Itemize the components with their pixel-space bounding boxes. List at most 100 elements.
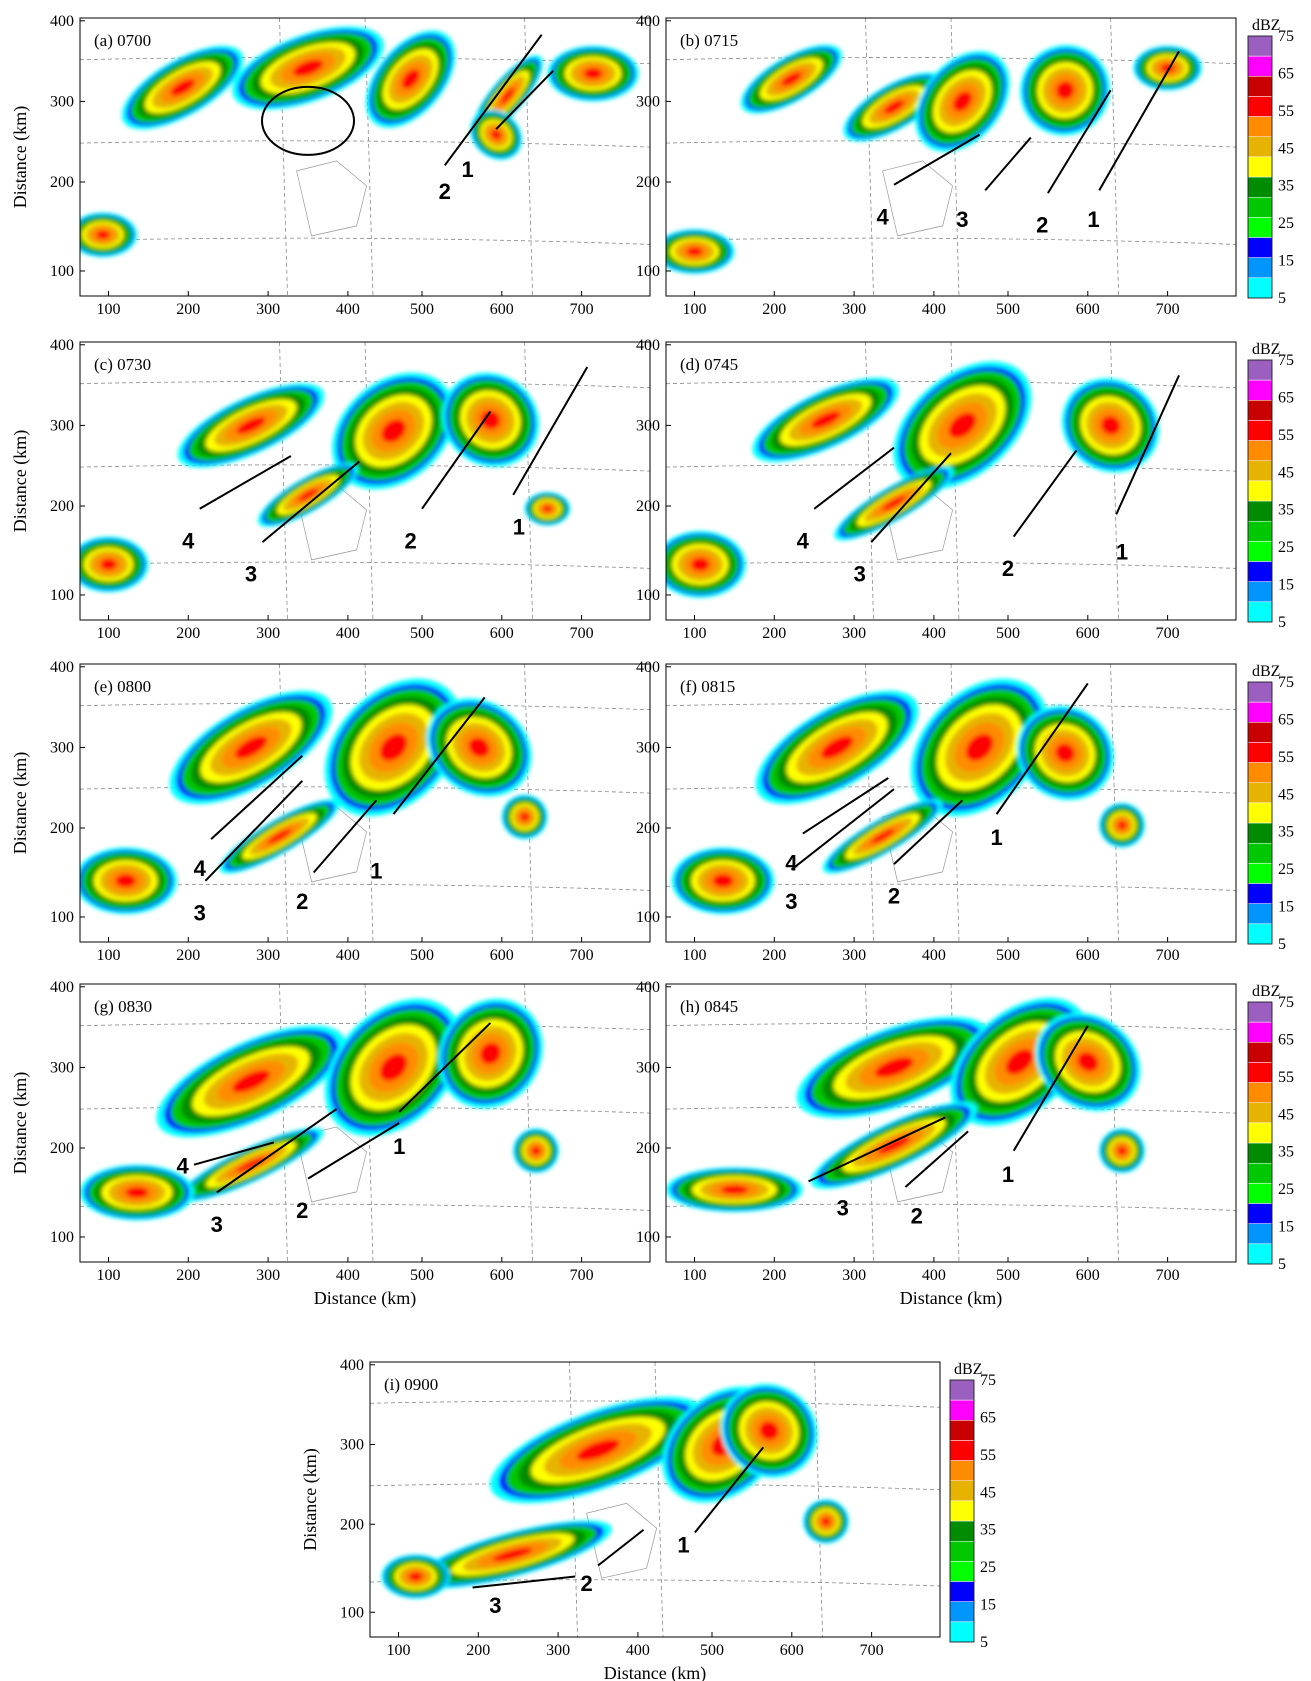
colorbar-swatch <box>1247 701 1273 723</box>
y-tick-label: 400 <box>636 979 660 996</box>
colorbar-tick-label: 25 <box>1278 215 1294 232</box>
y-tick-label: 400 <box>636 337 660 354</box>
rainband-line <box>307 1122 400 1180</box>
plot-frame <box>665 17 1237 297</box>
colorbar-tick-label: 45 <box>1278 786 1294 803</box>
x-tick-label: 300 <box>842 947 866 964</box>
echo-contour <box>1117 1146 1127 1156</box>
colorbar-tick-label: 15 <box>1278 577 1294 594</box>
rainband-label: 1 <box>370 859 382 884</box>
echo-contour <box>576 1439 620 1461</box>
echo-contour <box>234 736 268 759</box>
x-tick-label: 700 <box>860 1642 884 1659</box>
y-tick-label: 300 <box>636 93 660 110</box>
colorbar-swatch <box>1247 863 1273 884</box>
x-tick-label: 400 <box>336 625 360 642</box>
x-tick-label: 500 <box>996 625 1020 642</box>
rainband-label: 3 <box>837 1195 849 1220</box>
colorbar-swatch <box>949 1561 975 1582</box>
reflectivity-field <box>381 1383 849 1599</box>
colorbar-swatch <box>1247 822 1273 844</box>
rainband-label: 3 <box>194 900 206 925</box>
echo-contour <box>479 1042 501 1065</box>
rainband-label: 1 <box>393 1134 405 1159</box>
y-tick-label: 300 <box>636 1059 660 1076</box>
rainband-label: 3 <box>854 562 866 587</box>
y-axis-title: Distance (km) <box>10 752 31 854</box>
x-axis-title: Distance (km) <box>604 1663 706 1681</box>
y-tick-label: 100 <box>636 587 660 604</box>
rainband-line <box>261 460 360 543</box>
x-tick-label: 200 <box>762 625 786 642</box>
panel-label: (d) 0745 <box>680 355 738 374</box>
rainband-line <box>398 1022 492 1113</box>
colorbar-swatch <box>1247 802 1273 824</box>
colorbar-tick-label: 65 <box>980 1409 996 1426</box>
echo-contour <box>583 68 603 80</box>
y-axis-title: Distance (km) <box>10 1072 31 1174</box>
plot-frame <box>369 1361 941 1638</box>
colorbar-swatch <box>1247 1042 1273 1063</box>
rainband-label: 2 <box>296 1198 308 1223</box>
x-tick-label: 700 <box>1156 947 1180 964</box>
colorbar-tick-label: 75 <box>1278 994 1294 1011</box>
y-tick-label: 200 <box>50 1140 74 1157</box>
colorbar-swatch <box>1247 923 1273 945</box>
x-tick-label: 600 <box>1076 1267 1100 1284</box>
echo-contour <box>408 1572 423 1581</box>
y-tick-label: 400 <box>340 1357 364 1374</box>
y-tick-label: 300 <box>340 1437 364 1454</box>
rainband-line <box>597 1528 645 1567</box>
echo-contour <box>820 736 854 759</box>
x-tick-label: 200 <box>762 947 786 964</box>
colorbar-swatch <box>1247 480 1273 502</box>
rainband-line <box>1098 50 1180 191</box>
colorbar-tick-label: 5 <box>980 1634 988 1651</box>
rainband-label: 1 <box>461 157 473 182</box>
rainband-label: 2 <box>580 1571 592 1596</box>
rainband-label: 3 <box>211 1212 223 1237</box>
colorbar-tick-label: 65 <box>1278 711 1294 728</box>
rainband-line <box>808 1116 946 1183</box>
x-tick-label: 400 <box>336 947 360 964</box>
colorbar-tick-label: 35 <box>1278 178 1294 195</box>
rainband-label: 1 <box>1116 539 1128 564</box>
colorbar-swatch <box>1247 460 1273 482</box>
x-tick-label: 400 <box>336 1267 360 1284</box>
colorbar-tick-label: 55 <box>1278 749 1294 766</box>
colorbar-tick-label: 35 <box>1278 824 1294 841</box>
echo-contour <box>115 874 136 888</box>
y-tick-label: 200 <box>50 820 74 837</box>
x-tick-label: 500 <box>700 1642 724 1659</box>
colorbar-swatch <box>1247 561 1273 582</box>
colorbar-unit: dBZ <box>1252 983 1280 1000</box>
rainband-line <box>1012 1025 1089 1152</box>
colorbar-swatch <box>1247 96 1273 117</box>
plot-frame <box>79 341 651 621</box>
x-tick-label: 700 <box>1156 301 1180 318</box>
x-tick-label: 200 <box>176 1267 200 1284</box>
x-tick-label: 600 <box>780 1642 804 1659</box>
plot-frame <box>79 983 651 1263</box>
rainband-line <box>210 755 303 840</box>
colorbar-swatch <box>1247 903 1273 925</box>
colorbar-tick-label: 55 <box>980 1447 996 1464</box>
colorbar-tick-label: 45 <box>980 1484 996 1501</box>
y-tick-label: 200 <box>50 498 74 515</box>
echo-contour <box>468 737 490 758</box>
x-tick-label: 500 <box>996 947 1020 964</box>
y-tick-label: 400 <box>50 659 74 676</box>
rainband-line <box>893 799 964 865</box>
rainband-line <box>694 1446 765 1534</box>
y-tick-label: 100 <box>636 909 660 926</box>
echo-contour <box>877 1136 911 1154</box>
echo-contour <box>379 1053 408 1082</box>
echo-contour <box>232 1070 270 1093</box>
colorbar-tick-label: 75 <box>1278 674 1294 691</box>
colorbar-unit: dBZ <box>954 1361 982 1378</box>
echo-contour <box>542 505 552 513</box>
x-tick-label: 600 <box>490 625 514 642</box>
